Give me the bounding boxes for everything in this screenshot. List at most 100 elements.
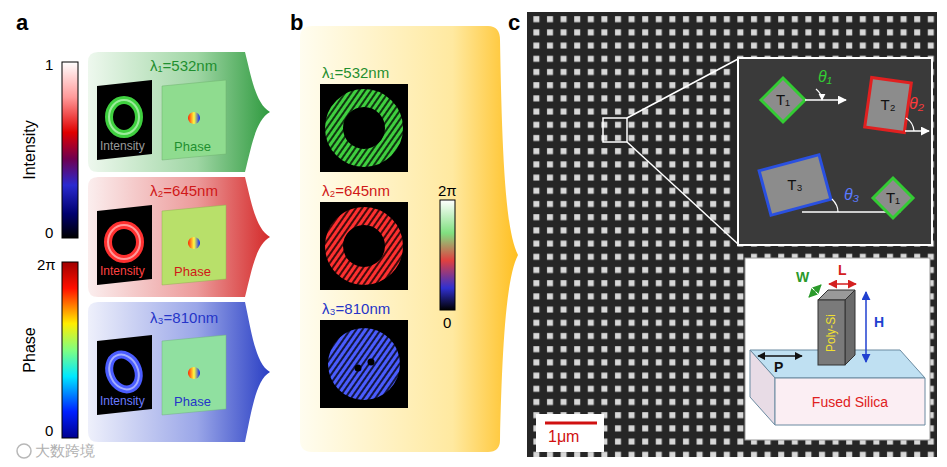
hologram-panel: λ₂=645nm — [318, 180, 410, 290]
hologram-panel: λ₁=532nm — [318, 62, 410, 172]
schematic-inset: WLHPPoly-SiFused Silica — [745, 258, 930, 440]
phase-colorbar — [440, 200, 455, 310]
phase-colorbar — [62, 262, 78, 438]
node-text: Poly-Si — [825, 313, 839, 351]
pillar-material: Poly-Si — [818, 300, 845, 365]
node-text: W — [796, 269, 809, 285]
node-text: Intensity — [100, 265, 145, 279]
blue-band — [88, 302, 270, 442]
intensity-ring-core — [104, 350, 145, 394]
node-text: T₃ — [787, 177, 802, 194]
colorbar-title: Intensity — [21, 120, 39, 180]
wavelength-band: λ₁=532nmIntensityPhase — [88, 52, 270, 172]
pillar-label: T₃ — [781, 175, 809, 196]
colorbar-tick: 0 — [45, 422, 53, 439]
green-band — [88, 52, 270, 172]
zoom-inset: θ₁ θ₂ θ₃ T₁ T₂ T₃ T₁ — [738, 58, 932, 245]
zoom-line — [627, 142, 738, 244]
phase-vortex — [188, 367, 200, 379]
node-text: 1μm — [548, 428, 579, 446]
hologram-fringes — [324, 88, 404, 168]
watermark: 大数跨境 — [35, 442, 95, 459]
watermark-logo — [17, 444, 31, 458]
hologram-panel: λ₃=810nm — [318, 298, 410, 408]
intensity-map — [97, 205, 152, 285]
sem-panel: 1μmθ₁θ₂θ₃T₁T₂T₃T₁WLHPPoly-SiFused Silica — [527, 12, 937, 457]
pillar-label: T₁ — [879, 188, 907, 209]
colorbar-tick: 0 — [45, 224, 53, 241]
panel-letter: a — [16, 10, 28, 35]
phase-map — [162, 335, 226, 415]
colorbar-tick: 0 — [443, 314, 451, 331]
axis-arrow — [805, 99, 846, 101]
intensity-map — [97, 80, 152, 160]
panel-letter: b — [290, 10, 303, 35]
phase-map — [162, 80, 226, 160]
node-text: T₁ — [886, 190, 900, 207]
intensity-panel: Intensity — [97, 80, 152, 160]
colorbar-tick: 1 — [45, 56, 53, 73]
intensity-ring — [109, 100, 139, 134]
node-text: λ₃=810nm — [150, 309, 218, 326]
node-text: L — [838, 262, 847, 278]
colorbar-tick: 2π — [438, 182, 457, 199]
intensity-ring-core — [109, 100, 139, 134]
colorbar-title: Phase — [21, 327, 39, 372]
substrate-side — [750, 350, 775, 425]
node-text: Intensity — [100, 395, 145, 409]
node-text: Intensity — [100, 140, 145, 154]
intensity-ring — [108, 225, 140, 259]
scale-bar — [545, 422, 597, 425]
node-text: T₁ — [776, 92, 790, 109]
node-text: λ₂=645nm — [150, 182, 218, 199]
phase-map — [162, 205, 226, 285]
pillar-t3 — [759, 155, 831, 215]
dark-spot — [368, 359, 375, 366]
combined-band — [300, 26, 518, 452]
hologram-map — [320, 202, 408, 290]
zoom-inset — [738, 58, 932, 245]
phase-vortex — [188, 112, 200, 124]
red-band — [88, 177, 270, 297]
scale-box — [536, 414, 604, 452]
node-text: λ₁=532nm — [322, 64, 389, 81]
zoom-line — [627, 59, 738, 118]
wavelength-band: λ₂=645nmIntensity Phase — [88, 177, 270, 297]
node-text: λ₂=645nm — [322, 182, 390, 199]
phase-panel: Phase — [162, 335, 226, 415]
dark-spot — [355, 243, 361, 249]
height-arrow — [865, 292, 867, 362]
node-text: P — [774, 359, 783, 375]
node-text: Fused Silica — [812, 393, 888, 409]
node-text: Phase — [174, 265, 211, 280]
phase-panel: Phase — [162, 80, 226, 160]
intensity-map — [97, 335, 152, 415]
node-text: θ₁ — [818, 68, 832, 86]
wavelength-band: λ₃=810nmIntensity Phase — [88, 302, 270, 442]
node-text: θ₃ — [844, 186, 859, 204]
hologram-map — [320, 84, 408, 172]
dark-spot — [368, 243, 374, 249]
pillar-side — [845, 290, 855, 365]
pillar-t1 — [761, 78, 805, 122]
phase-panel: Phase — [162, 205, 226, 285]
node-text: T₂ — [881, 97, 896, 114]
length-arrow — [829, 283, 856, 285]
node-text: Phase — [174, 395, 211, 410]
hologram-fringes — [324, 206, 404, 286]
pillar-label: T₂ — [874, 95, 902, 116]
zoom-box — [603, 118, 627, 142]
node-text: Phase — [174, 140, 211, 155]
nanopillar-array — [527, 12, 937, 457]
angle-arc — [906, 118, 914, 131]
intensity-panel: Intensity — [97, 335, 152, 415]
dark-spot — [368, 119, 374, 125]
dark-spot — [355, 365, 362, 372]
sem-image — [527, 12, 937, 457]
node-text: θ₂ — [909, 95, 924, 113]
intensity-ring-core — [108, 225, 140, 259]
pillar-top — [818, 290, 855, 300]
period-arrow — [758, 355, 802, 356]
pillar-front — [818, 300, 845, 365]
